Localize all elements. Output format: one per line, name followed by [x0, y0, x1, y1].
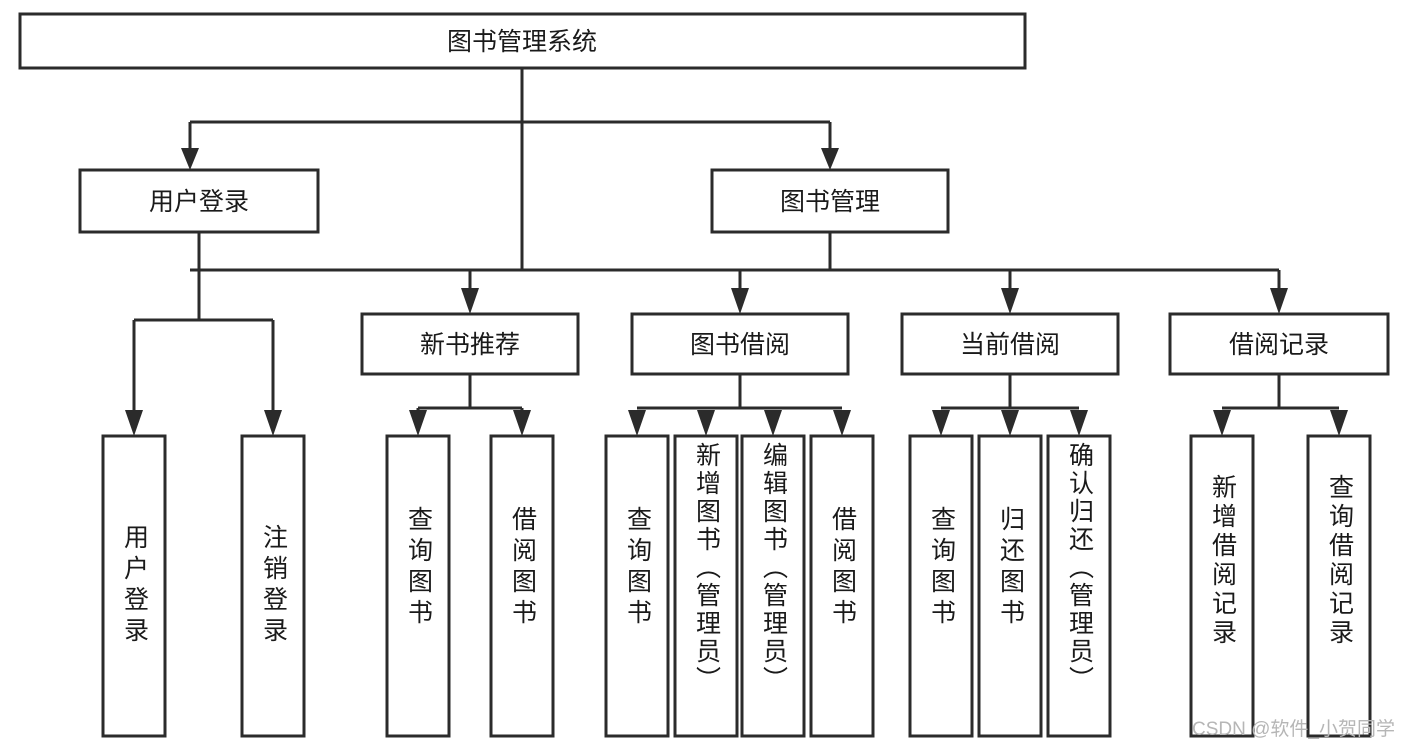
connector-group-level2	[181, 68, 839, 170]
arrowhead-new-book-recommend	[461, 288, 479, 314]
node-user-login[interactable]: 用户登录	[78, 168, 320, 234]
arrowhead-leaf-borrow-book-2	[833, 410, 851, 436]
node-leaf-query-book-2-box[interactable]	[604, 434, 670, 738]
connector-group-book-manage	[461, 232, 1288, 314]
node-leaf-query-book-1-box[interactable]	[385, 434, 451, 738]
node-borrow-record-label: 借阅记录	[1229, 331, 1329, 359]
node-user-login-box[interactable]	[78, 168, 320, 234]
node-book-manage-label: 图书管理	[780, 188, 880, 216]
node-leaf-query-book-3-box[interactable]	[908, 434, 974, 738]
arrowhead-borrow-record	[1270, 288, 1288, 314]
arrowhead-leaf-query-book-3	[932, 410, 950, 436]
node-leaf-user-logout-box[interactable]	[240, 434, 306, 738]
arrowhead-leaf-add-book	[697, 410, 715, 436]
arrowhead-user-login	[181, 148, 199, 170]
node-leaf-add-book-box[interactable]	[673, 434, 739, 738]
arrowhead-leaf-edit-book	[764, 410, 782, 436]
node-leaf-borrow-book-2-box[interactable]	[809, 434, 875, 738]
connector-group-user-login	[125, 232, 282, 436]
arrowhead-leaf-query-book-2	[628, 410, 646, 436]
arrowhead-leaf-add-record	[1213, 410, 1231, 436]
node-book-borrow[interactable]: 图书借阅	[630, 312, 850, 376]
connector-group-current-borrow	[932, 374, 1088, 436]
node-leaf-user-login-box[interactable]	[101, 434, 167, 738]
node-new-book-recommend-box[interactable]	[360, 312, 580, 376]
node-current-borrow[interactable]: 当前借阅	[900, 312, 1120, 376]
node-current-borrow-label: 当前借阅	[960, 331, 1060, 359]
node-book-manage-box[interactable]	[710, 168, 950, 234]
node-new-book-recommend[interactable]: 新书推荐	[360, 312, 580, 376]
arrowhead-book-borrow	[731, 288, 749, 314]
node-leaf-edit-book-box[interactable]	[740, 434, 806, 738]
arrowhead-leaf-borrow-book-1	[513, 410, 531, 436]
node-current-borrow-box[interactable]	[900, 312, 1120, 376]
arrowhead-leaf-user-logout	[264, 410, 282, 436]
node-leaf-confirm-return-box[interactable]	[1046, 434, 1112, 738]
arrowhead-leaf-user-login	[125, 410, 143, 436]
connector-group-book-borrow	[628, 374, 851, 436]
node-leaf-return-book-box[interactable]	[977, 434, 1043, 738]
arrowhead-book-manage	[821, 148, 839, 170]
arrowhead-leaf-return-book	[1001, 410, 1019, 436]
node-book-borrow-box[interactable]	[630, 312, 850, 376]
arrowhead-leaf-query-record	[1330, 410, 1348, 436]
watermark: CSDN @软件_小贺同学	[1192, 719, 1395, 740]
node-book-borrow-label: 图书借阅	[690, 331, 790, 359]
connector-group-new-book-recommend	[409, 374, 531, 436]
arrowhead-leaf-query-book-1	[409, 410, 427, 436]
arrowhead-current-borrow	[1001, 288, 1019, 314]
node-leaf-query-record-box[interactable]	[1306, 434, 1372, 738]
node-root-label: 图书管理系统	[447, 28, 597, 56]
connector-group-borrow-record	[1213, 374, 1348, 436]
node-new-book-recommend-label: 新书推荐	[420, 331, 520, 359]
node-user-login-label: 用户登录	[149, 188, 249, 216]
node-root[interactable]: 图书管理系统	[18, 12, 1027, 70]
node-borrow-record-box[interactable]	[1168, 312, 1390, 376]
node-root-box[interactable]	[18, 12, 1027, 70]
leaf-boxes	[101, 434, 1372, 738]
node-borrow-record[interactable]: 借阅记录	[1168, 312, 1390, 376]
node-leaf-borrow-book-1-box[interactable]	[489, 434, 555, 738]
node-leaf-add-record-box[interactable]	[1189, 434, 1255, 738]
arrowhead-leaf-confirm-return	[1070, 410, 1088, 436]
node-book-manage[interactable]: 图书管理	[710, 168, 950, 234]
